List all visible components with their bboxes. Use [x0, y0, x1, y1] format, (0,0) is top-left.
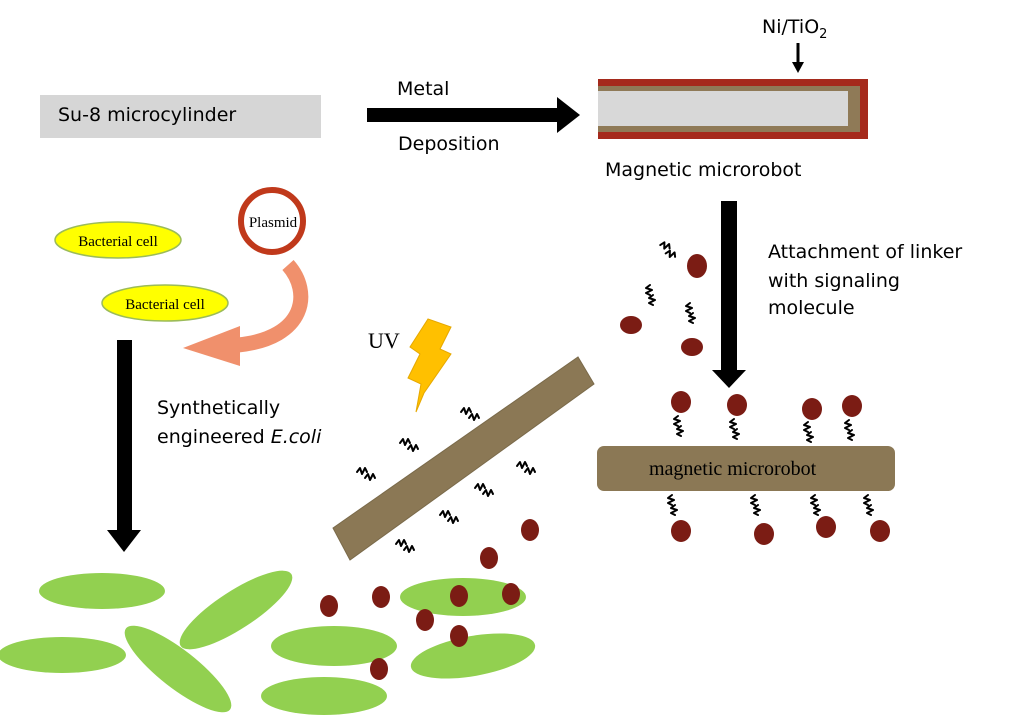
- curved-transformation-arrow: [183, 260, 309, 366]
- attachment-arrow: [712, 201, 746, 388]
- synth-label-line2: engineered E.coli: [157, 426, 322, 448]
- signaling-molecule: [681, 338, 703, 356]
- metal-label: Metal: [397, 78, 449, 100]
- engineering-arrow: [107, 340, 141, 552]
- ecoli-cell: [261, 677, 387, 715]
- ecoli-cell: [410, 633, 536, 679]
- signaling-molecule: [620, 316, 642, 334]
- released-signaling-molecules: [320, 519, 539, 680]
- bacterial-cell-1: Bacterial cell: [54, 221, 182, 259]
- ni-tio2-pointer-arrow: [792, 43, 804, 73]
- attachment-label-line3: molecule: [768, 297, 855, 319]
- synth-label-line1: Synthetically: [157, 397, 280, 419]
- ecoli-cell: [179, 570, 293, 650]
- rod-label: magnetic microrobot: [649, 458, 817, 480]
- deposition-label: Deposition: [398, 133, 500, 155]
- attachment-label-line2: with signaling: [768, 270, 900, 292]
- su8-label: Su-8 microcylinder: [58, 104, 236, 126]
- ni-tio2-label: Ni/TiO2: [762, 16, 827, 42]
- svg-text:Bacterial cell: Bacterial cell: [78, 234, 158, 250]
- ecoli-cell: [271, 626, 397, 666]
- su8-microcylinder-box: [40, 95, 321, 138]
- ecoli-cell: [0, 637, 126, 673]
- magnetic-microrobot-label: Magnetic microrobot: [605, 159, 801, 181]
- microrobot-rod-right: [597, 446, 895, 491]
- plasmid: Plasmid: [238, 187, 306, 255]
- svg-text:Bacterial cell: Bacterial cell: [125, 297, 205, 313]
- coated-microcylinder: [598, 79, 868, 139]
- metal-deposition-arrow: [367, 97, 580, 133]
- attachment-label-line1: Attachment of linker: [768, 241, 962, 263]
- free-signaling-molecules: [620, 240, 707, 356]
- svg-text:Plasmid: Plasmid: [249, 215, 298, 231]
- bacterial-cell-2: Bacterial cell: [101, 284, 229, 322]
- lightning-bolt-icon: [407, 318, 452, 413]
- microrobot-rod-diagonal: [332, 356, 595, 561]
- uv-label: UV: [368, 328, 400, 353]
- ecoli-cell: [39, 573, 165, 609]
- ecoli-cell: [124, 625, 232, 713]
- functionalized-microrobot: magnetic microrobot: [597, 391, 895, 545]
- signaling-molecule: [687, 254, 707, 278]
